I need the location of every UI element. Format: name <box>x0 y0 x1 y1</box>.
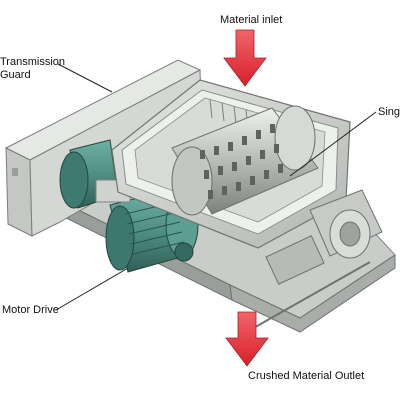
motor-leader-line <box>55 267 129 311</box>
single-rotor-label: Singl <box>378 106 400 118</box>
rotor-drum <box>171 105 319 216</box>
motor-drive-label: Motor Drive <box>2 304 59 316</box>
transmission-guard-label-line1: Transmission <box>0 56 65 68</box>
transmission-guard-label-line2: Guard <box>0 69 31 81</box>
crushed-material-outlet-label: Crushed Material Outlet <box>248 370 365 382</box>
material-inlet-label: Material inlet <box>220 14 283 26</box>
bearing-housing <box>265 189 383 285</box>
rotor-leader-line <box>289 111 377 177</box>
outlet-arrow <box>225 311 269 367</box>
guard-leader-line <box>57 63 113 93</box>
leader-lines <box>55 63 377 311</box>
transmission-guard-label: Transmission Guard <box>0 56 65 82</box>
inlet-arrow <box>223 29 267 87</box>
